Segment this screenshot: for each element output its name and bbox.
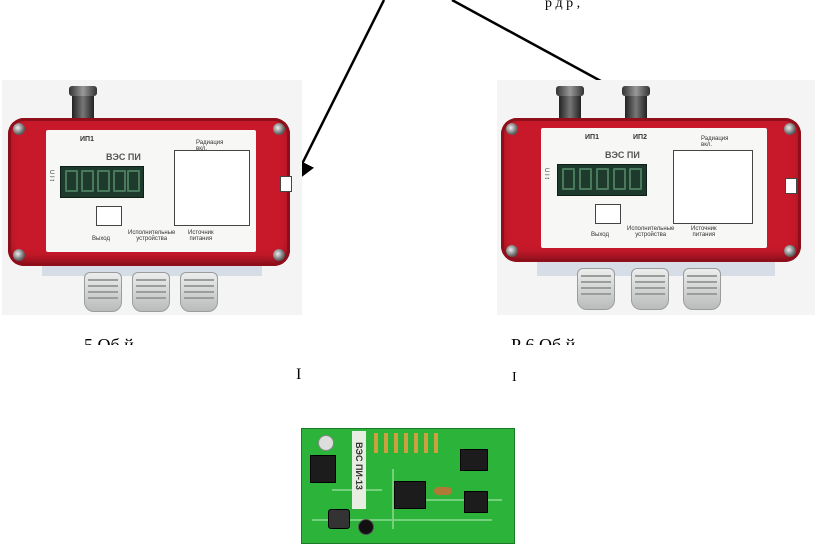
screw: [784, 245, 796, 257]
pcb-trace: [422, 499, 502, 501]
lcd-digit: [596, 168, 609, 190]
mounting-hole: [318, 435, 334, 451]
inductor: [328, 509, 350, 529]
lcd-digit: [629, 168, 642, 190]
top-caption-fragment: р д р ,: [545, 0, 581, 11]
lcd-digit: [113, 170, 126, 192]
capacitor: [358, 519, 374, 535]
pcb-board-photo: ВЭС ПИ-13: [301, 428, 515, 544]
cable-gland: [84, 272, 122, 312]
lcd-digit: [579, 168, 592, 190]
cable-connector: [69, 86, 97, 122]
front-panel-label: ИП1 ИП2 Радиация вкл. ВЭС ПИ U I t Выход…: [541, 128, 767, 248]
screw: [506, 245, 518, 257]
ic-chip: [464, 491, 488, 513]
indicator-label: U I t: [48, 170, 54, 182]
header-pin: [394, 433, 398, 453]
caption-right-line2: I: [512, 370, 517, 384]
cable-gland: [577, 268, 615, 310]
pcb-label-strip: ВЭС ПИ-13: [352, 431, 366, 509]
cable-gland: [631, 268, 669, 310]
cable-connector: [556, 86, 584, 122]
screw: [273, 249, 285, 261]
cable-gland: [683, 268, 721, 310]
bottom-label-power: Источник питания: [691, 226, 717, 238]
side-led: [280, 176, 292, 192]
bottom-label-power: Источник питания: [188, 230, 214, 242]
arrow-left: [291, 0, 386, 185]
bottom-label-output: Выход: [591, 232, 609, 238]
lcd-digit: [97, 170, 110, 192]
bottom-label-actuators: Исполнительные устройства: [627, 226, 675, 238]
device-model-title: ВЭС ПИ: [605, 150, 640, 160]
pcb-trace: [312, 519, 492, 521]
lcd-digit: [613, 168, 626, 190]
pcb-trace: [392, 469, 394, 529]
screw: [784, 123, 796, 135]
output-window: [96, 206, 122, 226]
crystal: [434, 487, 452, 495]
screw: [13, 249, 25, 261]
lcd-digit: [562, 168, 575, 190]
device-housing: ИП1 ИП2 Радиация вкл. ВЭС ПИ U I t Выход…: [501, 118, 801, 262]
header-pin: [374, 433, 378, 453]
front-panel-label: ИП1 Радиация вкл. ВЭС ПИ U I t Выход Исп…: [46, 130, 256, 252]
lcd-digit: [127, 170, 140, 192]
bottom-label-actuators: Исполнительные устройства: [128, 230, 176, 242]
ip2-label: ИП2: [633, 134, 647, 141]
cable-gland: [132, 272, 170, 312]
photo-device-left: ИП1 Радиация вкл. ВЭС ПИ U I t Выход Исп…: [2, 80, 302, 315]
screw: [506, 123, 518, 135]
ic-chip: [394, 481, 426, 509]
ip-label: ИП1: [80, 136, 94, 143]
caption-left-line1: 5 Об й: [84, 335, 134, 345]
pcb-label-text: ВЭС ПИ-13: [354, 442, 364, 490]
display-window: [174, 150, 250, 226]
screw: [13, 123, 25, 135]
voltage-regulator: [310, 455, 336, 483]
bottom-label-output: Выход: [92, 236, 110, 242]
caption-right-line1: Р 6 Об й: [511, 335, 576, 345]
header-pin: [404, 433, 408, 453]
ic-chip: [460, 449, 488, 471]
header-pin: [424, 433, 428, 453]
header-pin: [434, 433, 438, 453]
radiation-label: Радиация вкл.: [196, 140, 224, 152]
screw: [273, 123, 285, 135]
caption-left-line2: I: [296, 366, 302, 383]
ip1-label: ИП1: [585, 134, 599, 141]
indicator-label: U I t: [543, 168, 549, 180]
radiation-label: Радиация вкл.: [701, 136, 729, 148]
lcd-display: [557, 164, 647, 196]
header-pin: [414, 433, 418, 453]
cable-gland: [180, 272, 218, 312]
lcd-display: [60, 166, 144, 198]
photo-device-right: ИП1 ИП2 Радиация вкл. ВЭС ПИ U I t Выход…: [497, 80, 815, 315]
lcd-digit: [65, 170, 78, 192]
header-pin: [384, 433, 388, 453]
side-led: [785, 178, 797, 194]
display-window: [673, 150, 753, 224]
cable-connector: [622, 86, 650, 122]
lcd-digit: [81, 170, 94, 192]
device-housing: ИП1 Радиация вкл. ВЭС ПИ U I t Выход Исп…: [8, 118, 292, 266]
output-window: [595, 204, 621, 224]
device-model-title: ВЭС ПИ: [106, 152, 141, 162]
